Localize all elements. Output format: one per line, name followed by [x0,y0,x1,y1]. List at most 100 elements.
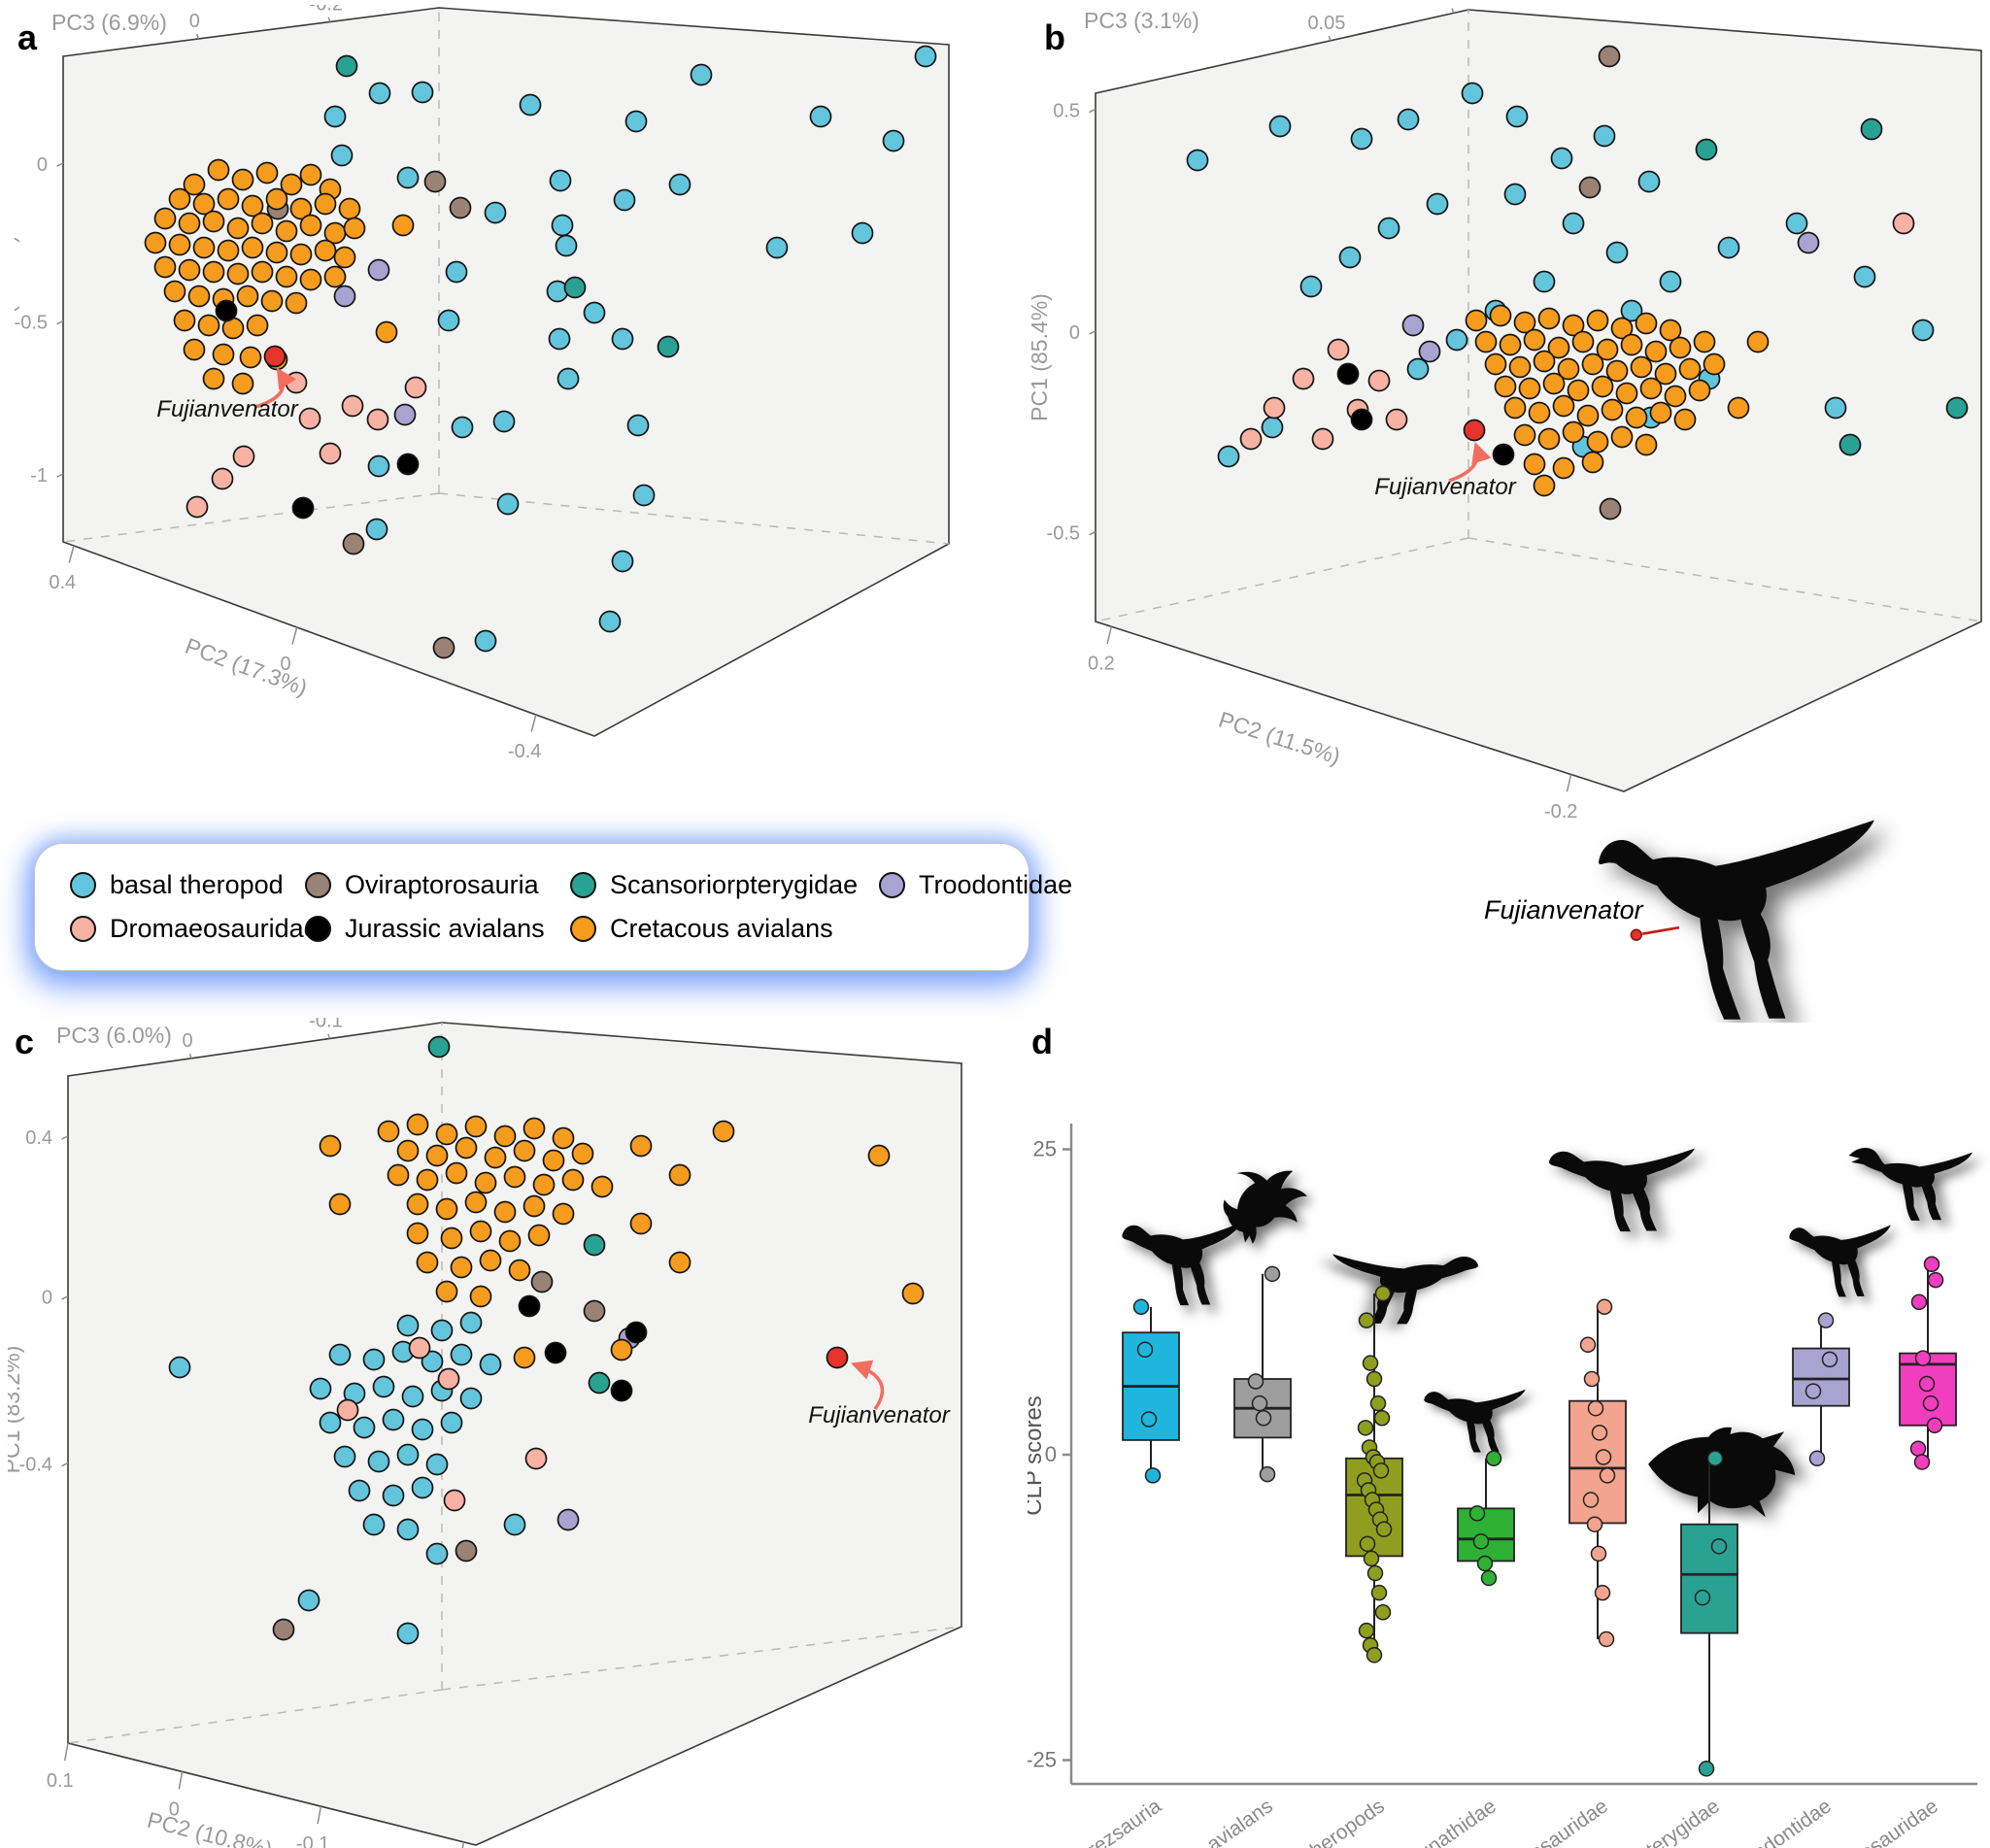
compsognathidae-silhouette-icon [1424,1389,1526,1453]
svg-text:0: 0 [280,654,290,675]
svg-text:-0.5: -0.5 [1047,523,1080,545]
legend-label: Troodontidae [919,870,1073,899]
box-points [1468,1450,1502,1587]
box-points [1694,1450,1728,1777]
svg-text:Fujianvenator: Fujianvenator [156,396,298,422]
other-theropods-silhouette-icon [1332,1254,1478,1325]
box-points [1579,1298,1616,1648]
svg-text:-0.4: -0.4 [19,1454,52,1475]
svg-text:PC3 (6.9%): PC3 (6.9%) [51,10,167,35]
svg-text:0.05: 0.05 [1307,13,1345,34]
troodontidae-swatch-icon [879,872,905,898]
svg-text:PC2 (10.8%): PC2 (10.8%) [145,1807,275,1848]
box-scansoriopterygidae [1680,1450,1738,1777]
box-points [1804,1312,1838,1467]
box-alvarezsauria [1122,1298,1180,1484]
svg-text:0.5: 0.5 [1053,100,1080,121]
legend-item-basal-theropod: basal theropod [70,870,305,900]
points-fujianvenator [826,1346,849,1369]
points-fujianvenator [263,345,287,368]
points-troodontidae [1401,231,1820,363]
svg-text:25: 25 [1033,1137,1057,1161]
svg-text:0: 0 [182,1030,192,1052]
legend: basal theropod Oviraptorosauria Scansori… [34,843,1072,971]
panel-letter-d: d [1031,1022,1053,1061]
svg-text:PC3 (3.1%): PC3 (3.1%) [1084,8,1199,33]
svg-text:0.1: 0.1 [47,1770,74,1792]
points-basal_theropod [323,45,937,653]
legend-label: Scansoriorpterygidae [610,870,859,899]
oviraptorosauria-swatch-icon [305,872,331,898]
svg-text:PC1 (83.2%): PC1 (83.2%) [8,1346,24,1474]
legend-item-cretaceous-avialans: Cretacous avialans [570,914,879,944]
panel-letter-c: c [15,1022,35,1061]
svg-text:Alvarezsauria: Alvarezsauria [1051,1795,1165,1848]
svg-text:-0.2: -0.2 [310,5,343,16]
svg-text:Fujianvenator: Fujianvenator [1374,474,1516,500]
svg-text:PC1 (85.4%): PC1 (85.4%) [1031,293,1052,421]
cretaceous-avialans-swatch-icon [570,916,596,942]
svg-text:CLP scores: CLP scores [1028,1395,1047,1516]
svg-text:0.4: 0.4 [25,1127,52,1149]
legend-label: Cretacous avialans [610,914,833,943]
svg-text:Fujianvenator: Fujianvenator [808,1402,950,1428]
legend-item-dromaeosauridae: Dromaeosauridae [70,914,319,944]
alvarezsauria-silhouette-icon [1122,1222,1242,1306]
svg-text:-0.1: -0.1 [296,1833,329,1848]
legend-item-scansoriopterygidae: Scansoriorpterygidae [570,870,879,900]
points-troodontidae [333,258,417,426]
scansoriopterygidae-swatch-icon [570,872,596,898]
points-scansoriopterygidae [335,54,680,358]
cube [1095,9,1982,792]
fujianvenator-silhouette [1552,814,1921,1023]
box-compsognathidae [1457,1450,1515,1587]
box-troodontidae [1792,1312,1850,1467]
legend-label: Jurassic avialans [345,914,545,943]
svg-text:0: 0 [1045,1442,1057,1466]
svg-text:PC3 (6.0%): PC3 (6.0%) [56,1023,172,1048]
fujianvenator-label: Fujianvenator [1484,895,1643,924]
basal-theropod-swatch-icon [70,872,96,898]
points-dromaeosauridae [336,1336,548,1512]
box-points [1132,1298,1162,1484]
svg-text:0.2: 0.2 [1088,654,1115,675]
points-cretaceous_avialans [1465,304,1770,497]
troodontidae-silhouette-icon [1789,1225,1891,1297]
jurassic-avialans-swatch-icon [305,916,331,942]
legend-label: Oviraptorosauria [345,870,539,899]
points-jurassic_avialans [518,1294,648,1402]
svg-text:0: 0 [37,154,48,176]
svg-text:0: 0 [42,1288,52,1309]
box-jurassic-avialans [1233,1265,1292,1483]
svg-text:-0.1: -0.1 [309,1018,342,1032]
svg-text:-0.5: -0.5 [15,313,48,334]
legend-item-jurassic-avialans: Jurassic avialans [305,914,570,944]
points-cretaceous_avialans [319,1113,925,1369]
svg-text:0: 0 [189,11,200,32]
box-points [1909,1256,1944,1470]
legend-item-oviraptorosauria: Oviraptorosauria [305,870,570,900]
legend-item-troodontidae: Troodontidae [879,870,1072,900]
legend-label: Dromaeosauridae [110,914,319,943]
svg-text:Troodontidae: Troodontidae [1725,1795,1836,1848]
fujianvenator-silhouette-icon [1599,820,1874,1020]
svg-text:PC1 (67.7%): PC1 (67.7%) [15,235,19,363]
points-fujianvenator [1463,419,1486,442]
svg-text:-1: -1 [30,465,48,487]
points-oviraptorosauria [272,1270,606,1641]
svg-text:-0.2: -0.2 [1544,801,1577,823]
scansoriopterygidae-silhouette-icon [1648,1427,1796,1518]
points-jurassic_avialans [1336,362,1515,466]
box-points [1247,1265,1281,1483]
svg-text:0: 0 [169,1798,180,1820]
svg-text:other theropods: other theropods [1259,1795,1389,1848]
points-cretaceous_avialans [144,158,415,395]
